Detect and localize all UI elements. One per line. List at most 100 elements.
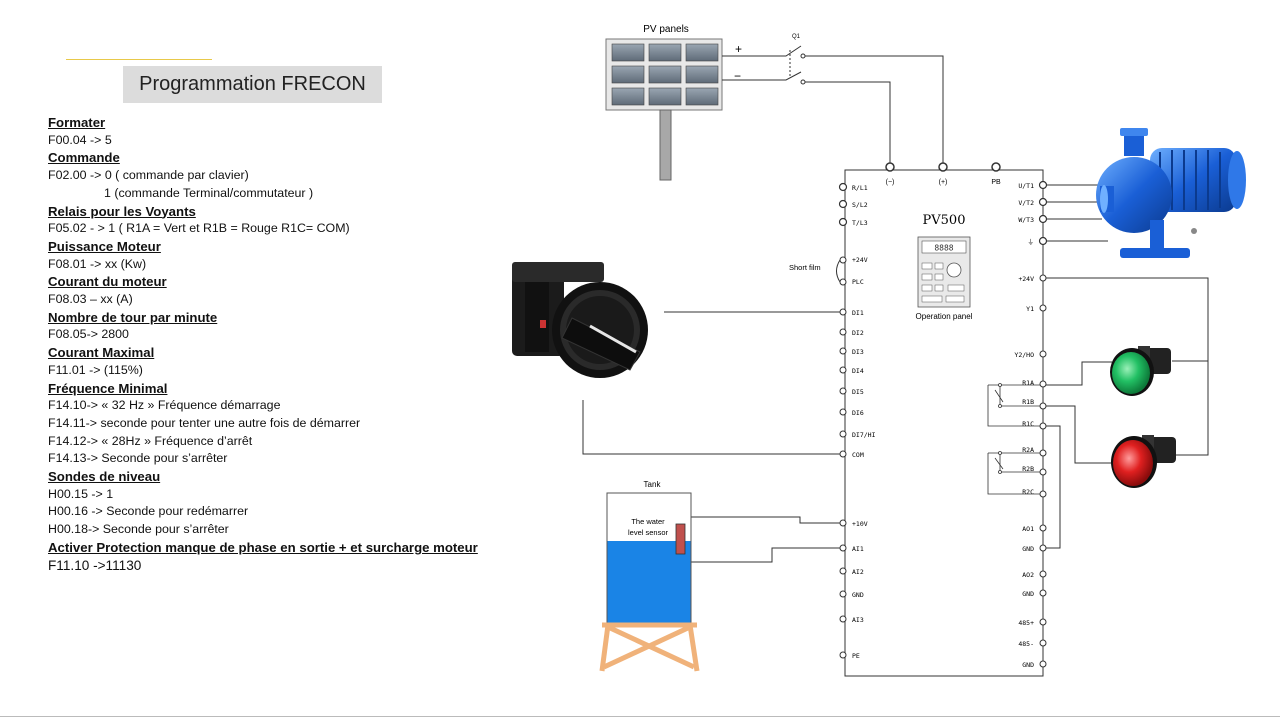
note-line: F14.13-> Seconde pour s’arrêter [48,451,228,466]
control-wiring [582,311,840,563]
terminal-label: DI4 [852,367,864,375]
bottom-divider [0,716,1280,717]
section-heading: Puissance Moteur [48,238,161,254]
note-line: 1 (commande Terminal/commutateur ) [104,185,314,200]
pv-pole [659,109,672,181]
section-heading: Sondes de niveau [48,469,161,485]
terminal-label: GND [852,591,864,599]
terminal-label: Y1 [1026,305,1034,313]
note-line: F08.01 -> xx (Kw) [48,256,147,271]
note-line: F05.02 - > 1 ( R1A = Vert et R1B = Rouge… [48,221,350,236]
terminal-label: GND [1022,545,1034,553]
section-heading: Courant Maximal [48,345,155,361]
terminal-label: W/T3 [1018,216,1034,224]
pv-minus-label: − [734,69,741,83]
operation-panel-label: Operation panel [916,312,973,321]
pv-cells [611,43,719,106]
note-line: H00.15 -> 1 [48,486,114,501]
pv-plus-label: + [735,42,742,56]
section-heading: Formater [48,115,106,130]
note-line: F02.00 -> 0 ( commande par clavier) [48,168,249,183]
terminal-label: R2B [1022,465,1034,473]
water-fill [607,541,691,623]
terminal-label: R1A [1022,379,1034,387]
pump-icon [1096,128,1246,258]
selector-switch-icon [512,262,648,378]
terminal-label: R/L1 [852,184,868,192]
terminal-label: PE [852,652,860,660]
sensor-label-line2: level sensor [628,528,669,537]
terminal-label: +24V [1018,275,1034,283]
decorative-line [66,59,212,60]
terminal-label: DI2 [852,329,864,337]
top-terminals: (−) (+) PB [885,162,1001,186]
page-title: Programmation FRECON [123,66,382,103]
section-heading: Relais pour les Voyants [48,203,196,219]
terminal-label: +24V [852,256,868,264]
left-terminals: R/L1 S/L2 T/L3 +24V PLC DI1 DI2 DI3 DI4 … [838,182,876,660]
terminal-label: (−) [886,179,895,186]
tank-label: Tank [644,480,662,489]
terminal-label: R2C [1022,488,1034,496]
terminal-label: DI3 [852,348,864,356]
note-line: F14.12-> « 28Hz » Fréquence d’arrêt [48,433,253,448]
terminal-label: COM [852,451,864,459]
terminal-label: R2A [1022,446,1034,454]
level-sensor [675,523,686,555]
section-heading: Activer Protection manque de phase en so… [48,539,478,555]
green-indicator-lamp [1110,346,1171,396]
terminal-label: AO1 [1022,525,1034,533]
note-line: H00.16 -> Seconde pour redémarrer [48,504,249,519]
right-terminals: U/T1 V/T2 W/T3 ⏚ +24V Y1 Y2/HO R1A R1B R… [1014,180,1048,669]
terminal-label: AI1 [852,545,864,553]
note-line: F00.04 -> 5 [48,132,112,147]
operation-panel: 8888 Operation panel [916,236,973,321]
motor-wiring [1047,184,1108,242]
terminal-label: Y2/HO [1014,351,1034,359]
note-line: H00.18-> Seconde pour s’arrêter [48,522,229,537]
terminal-label: GND [1022,590,1034,598]
section-heading: Nombre de tour par minute [48,309,218,325]
section-heading: Commande [48,150,120,166]
note-line: F08.03 – xx (A) [48,292,133,307]
pv-panel-group: PV panels + − Q1 [605,24,801,181]
note-line: F14.11-> seconde pour tenter une autre f… [48,415,361,430]
note-line: F08.05-> 2800 [48,327,129,342]
lamp-wiring [1046,277,1209,549]
section-heading: Courant du moteur [48,274,167,290]
dc-input-wiring [722,45,944,164]
red-indicator-lamp [1111,435,1176,488]
terminal-label: AI3 [852,616,864,624]
ground-terminal-label: ⏚ [1028,238,1035,246]
terminal-label: AO2 [1022,571,1034,579]
svg-text:8888: 8888 [934,244,953,253]
note-line: F11.01 -> (115%) [48,362,143,377]
terminal-label: PLC [852,278,864,286]
terminal-label: R1C [1022,420,1034,428]
terminal-label: DI6 [852,409,864,417]
note-line: F14.10-> « 32 Hz » Fréquence démarrage [48,398,281,413]
terminal-label: 485+ [1018,619,1034,627]
terminal-label: 485- [1018,640,1034,648]
section-heading: Fréquence Minimal [48,380,168,396]
pv-panels-label: PV panels [643,24,689,35]
terminal-label: GND [1022,661,1034,669]
programming-notes: Formater F00.04 -> 5 Commande F02.00 -> … [48,114,518,574]
water-tank: Tank The water level sensor [599,480,700,672]
tank-stand [599,622,700,672]
terminal-label: +10V [852,520,868,528]
terminal-label: S/L2 [852,201,868,209]
terminal-label: (+) [939,179,948,186]
short-film-jumper: Short film [789,259,841,283]
terminal-label: V/T2 [1018,199,1034,207]
short-film-label: Short film [789,263,821,272]
terminal-label: U/T1 [1018,182,1034,190]
terminal-label: DI7/HI [852,431,876,439]
vfd-name: PV500 [923,213,966,228]
relay-contacts [987,383,1040,495]
terminal-label: PB [991,179,1001,186]
q1-label: Q1 [792,34,801,40]
sensor-label-line1: The water [631,517,665,526]
terminal-label: T/L3 [852,219,868,227]
